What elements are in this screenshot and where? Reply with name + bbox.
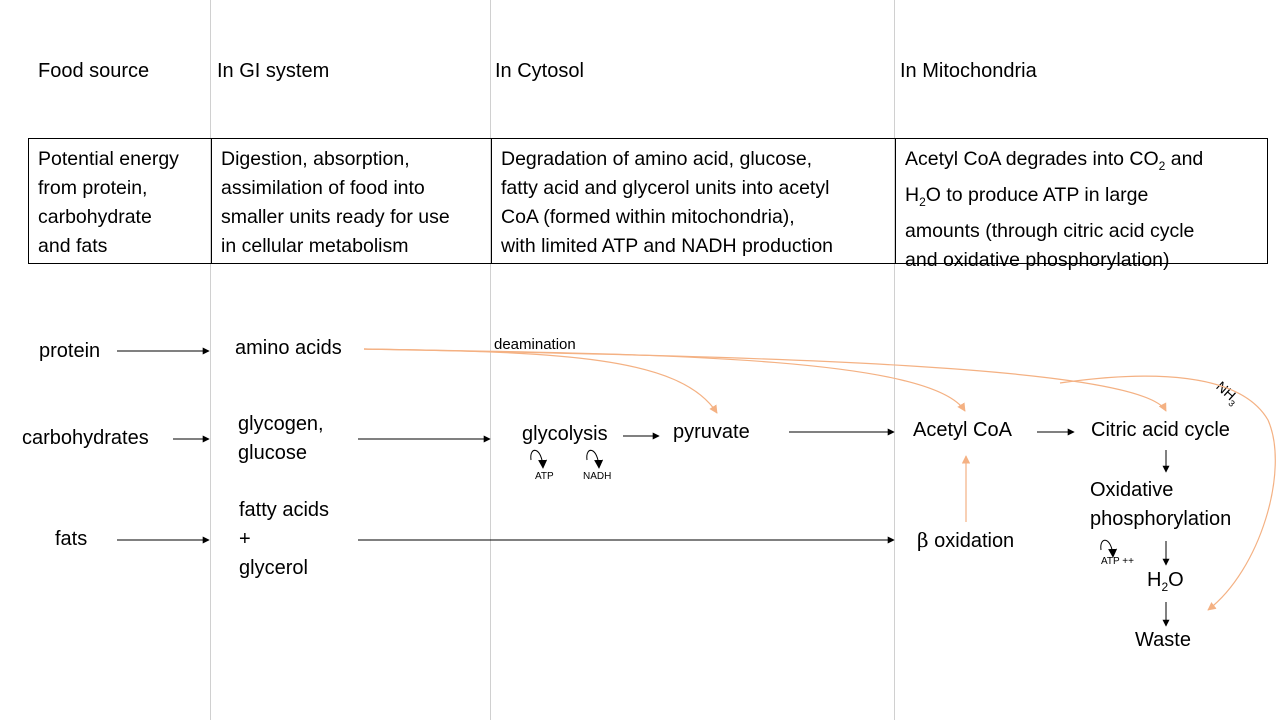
description-line: amounts (through citric acid cycle (905, 219, 1195, 242)
description-line: and fats (38, 235, 108, 257)
description-food: Potential energy from protein, carbohydr… (29, 139, 211, 263)
node-waste: Waste (1135, 629, 1191, 651)
curl-atp-plus (1100, 539, 1118, 558)
divider-mito (894, 0, 895, 720)
divider-gi (210, 0, 211, 720)
source-carbohydrates: carbohydrates (22, 427, 149, 449)
description-table: Potential energy from protein, carbohydr… (28, 138, 1268, 271)
header-mitochondria: In Mitochondria (900, 60, 1037, 82)
description-line: smaller units ready for use (221, 206, 450, 228)
beta-symbol: β (917, 528, 929, 552)
curl-nadh (586, 450, 604, 469)
description-line: Potential energy (38, 148, 179, 170)
description-line: CoA (formed within mitochondria), (501, 206, 795, 228)
node-water: H2O (1147, 569, 1184, 594)
header-cytosol: In Cytosol (495, 60, 584, 82)
description-line: with limited ATP and NADH production (501, 235, 834, 257)
node-phosphorylation: phosphorylation (1090, 508, 1232, 530)
description-mitochondria: Acetyl CoA degrades into CO2 and H2O to … (895, 139, 1267, 271)
description-line: from protein, (38, 177, 148, 199)
divider-cytosol (490, 0, 491, 720)
source-fats: fats (55, 528, 88, 550)
node-pyruvate: pyruvate (673, 421, 750, 443)
curve-amino-to-pyruvate (363, 348, 718, 414)
product-fatty-acids: fatty acids (239, 499, 330, 521)
node-acetyl-coa: Acetyl CoA (913, 419, 1012, 441)
product-glycogen: glycogen, (238, 413, 324, 435)
curve-amino-to-acetyl (363, 348, 966, 412)
description-line: fatty acid and glycerol units into acety… (501, 177, 830, 199)
description-line: and oxidative phosphorylation) (905, 248, 1170, 271)
description-line: Degradation of amino acid, glucose, (501, 148, 813, 170)
description-line: Digestion, absorption, (221, 148, 410, 170)
atp-label: ATP (535, 471, 554, 482)
description-gi: Digestion, absorption, assimilation of f… (211, 139, 491, 263)
product-plus: + (239, 528, 251, 550)
node-citric-acid-cycle: Citric acid cycle (1091, 419, 1230, 441)
header-gi-system: In GI system (217, 60, 330, 82)
nadh-label: NADH (583, 471, 612, 482)
description-line: H2O to produce ATP in large (905, 183, 1149, 209)
curve-nh3-to-water (1059, 375, 1276, 611)
source-protein: protein (39, 340, 101, 362)
product-amino-acids: amino acids (235, 337, 342, 359)
node-beta-oxidation: β oxidation (917, 528, 1015, 552)
atp-plus-label: ATP ++ (1101, 556, 1134, 567)
description-line: in cellular metabolism (221, 235, 409, 257)
curl-atp (530, 450, 548, 469)
node-glycolysis: glycolysis (522, 423, 608, 445)
description-line: assimilation of food into (221, 177, 425, 199)
product-glycerol: glycerol (239, 557, 308, 579)
curve-amino-to-citric (363, 348, 1167, 412)
description-cytosol: Degradation of amino acid, glucose, fatt… (491, 139, 895, 263)
description-line: carbohydrate (38, 206, 152, 228)
node-oxidative: Oxidative (1090, 479, 1174, 501)
product-glucose: glucose (238, 442, 307, 464)
header-food-source: Food source (38, 60, 150, 82)
description-line: Acetyl CoA degrades into CO2 and (905, 148, 1204, 173)
deamination-label: deamination (494, 336, 576, 353)
